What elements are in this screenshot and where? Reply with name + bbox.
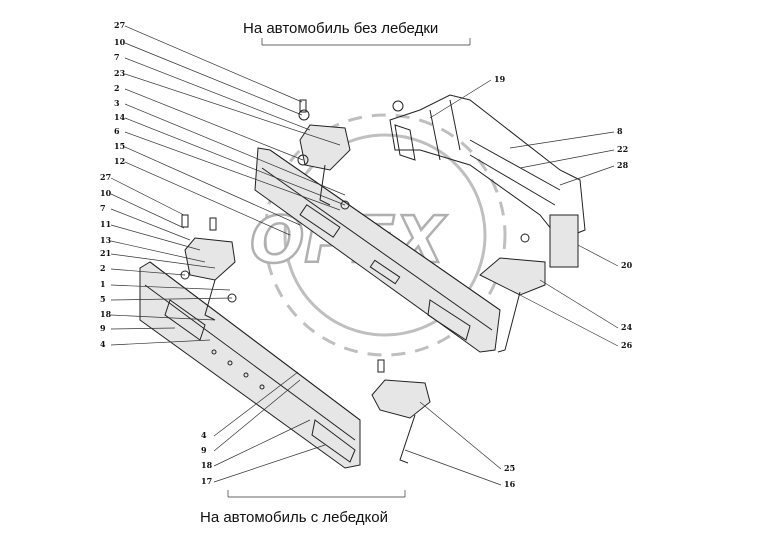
step-right	[479, 233, 546, 353]
callout-label: 5	[100, 294, 106, 304]
callout-label: 9	[201, 445, 207, 455]
callout-label: 25	[504, 463, 515, 473]
callout-label: 24	[621, 322, 633, 332]
callout-label: 21	[100, 248, 111, 258]
callout-label: 10	[100, 188, 112, 198]
callout-label: 27	[100, 172, 111, 182]
callout-label: 28	[617, 160, 629, 170]
callout-label: 17	[201, 476, 212, 486]
bumper-lower	[139, 261, 361, 469]
callout-label: 8	[617, 126, 623, 136]
callout-label: 26	[621, 340, 633, 350]
callout-label: 2	[100, 263, 106, 273]
callout-label: 13	[100, 235, 112, 245]
callout-label: 6	[114, 126, 120, 136]
callout-label: 22	[617, 144, 628, 154]
callout-label: 9	[100, 323, 106, 333]
callout-label: 11	[100, 219, 111, 229]
bumper-upper	[254, 147, 501, 353]
step-bottom	[371, 359, 431, 464]
callout-label: 14	[114, 112, 126, 122]
callout-label: 20	[621, 260, 633, 270]
callout-label: 23	[114, 68, 126, 78]
callout-label: 18	[100, 309, 112, 319]
callout-label: 7	[100, 203, 106, 213]
callout-label: 2	[114, 83, 120, 93]
callout-label: 18	[201, 460, 213, 470]
callouts-right: 19 8 22 28 20 24 26	[429, 74, 633, 350]
callout-label: 4	[201, 430, 207, 440]
callouts-left-mid: 27 10 7 11 13 21 2 1 5 18 9 4	[100, 172, 233, 349]
callout-label: 12	[114, 156, 125, 166]
caption-bottom: На автомобиль с лебедкой	[200, 509, 388, 526]
caption-top: На автомобиль без лебедки	[243, 20, 438, 37]
callout-label: 10	[114, 37, 126, 47]
callouts-left-top: 27 10 7 23 2 3 14 6 15 12	[114, 20, 346, 236]
callout-label: 16	[504, 479, 516, 489]
callout-label: 27	[114, 20, 125, 30]
callout-label: 1	[100, 279, 106, 289]
callout-label: 4	[100, 339, 106, 349]
callout-label: 15	[114, 141, 125, 151]
callout-label: 3	[114, 98, 120, 108]
winch-frame	[389, 94, 586, 268]
callout-label: 7	[114, 52, 120, 62]
callouts-bottom: 4 9 18 17 25 16	[201, 371, 516, 489]
callout-label: 19	[494, 74, 506, 84]
